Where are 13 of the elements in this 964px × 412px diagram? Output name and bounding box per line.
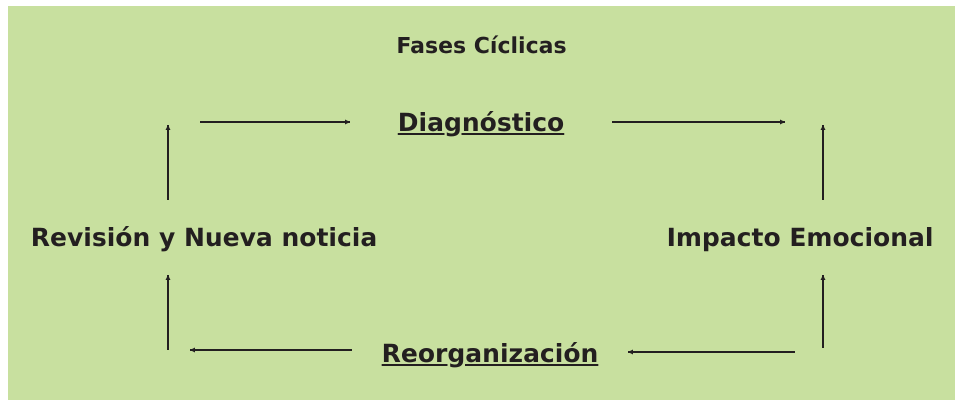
arrow <box>166 125 170 200</box>
arrow <box>820 275 826 348</box>
title: Fases Cíclicas <box>396 34 567 59</box>
phase-label: Reorganización <box>382 338 598 368</box>
phase-label: Revisión y Nueva noticia <box>30 223 378 252</box>
arrow <box>166 275 170 350</box>
arrow <box>200 120 350 124</box>
arrow <box>628 350 795 354</box>
arrow <box>820 125 826 200</box>
phase-label: Diagnóstico <box>398 108 564 136</box>
phase-label: Impacto Emocional <box>666 223 934 252</box>
arrow <box>190 348 352 352</box>
arrow <box>612 120 785 124</box>
